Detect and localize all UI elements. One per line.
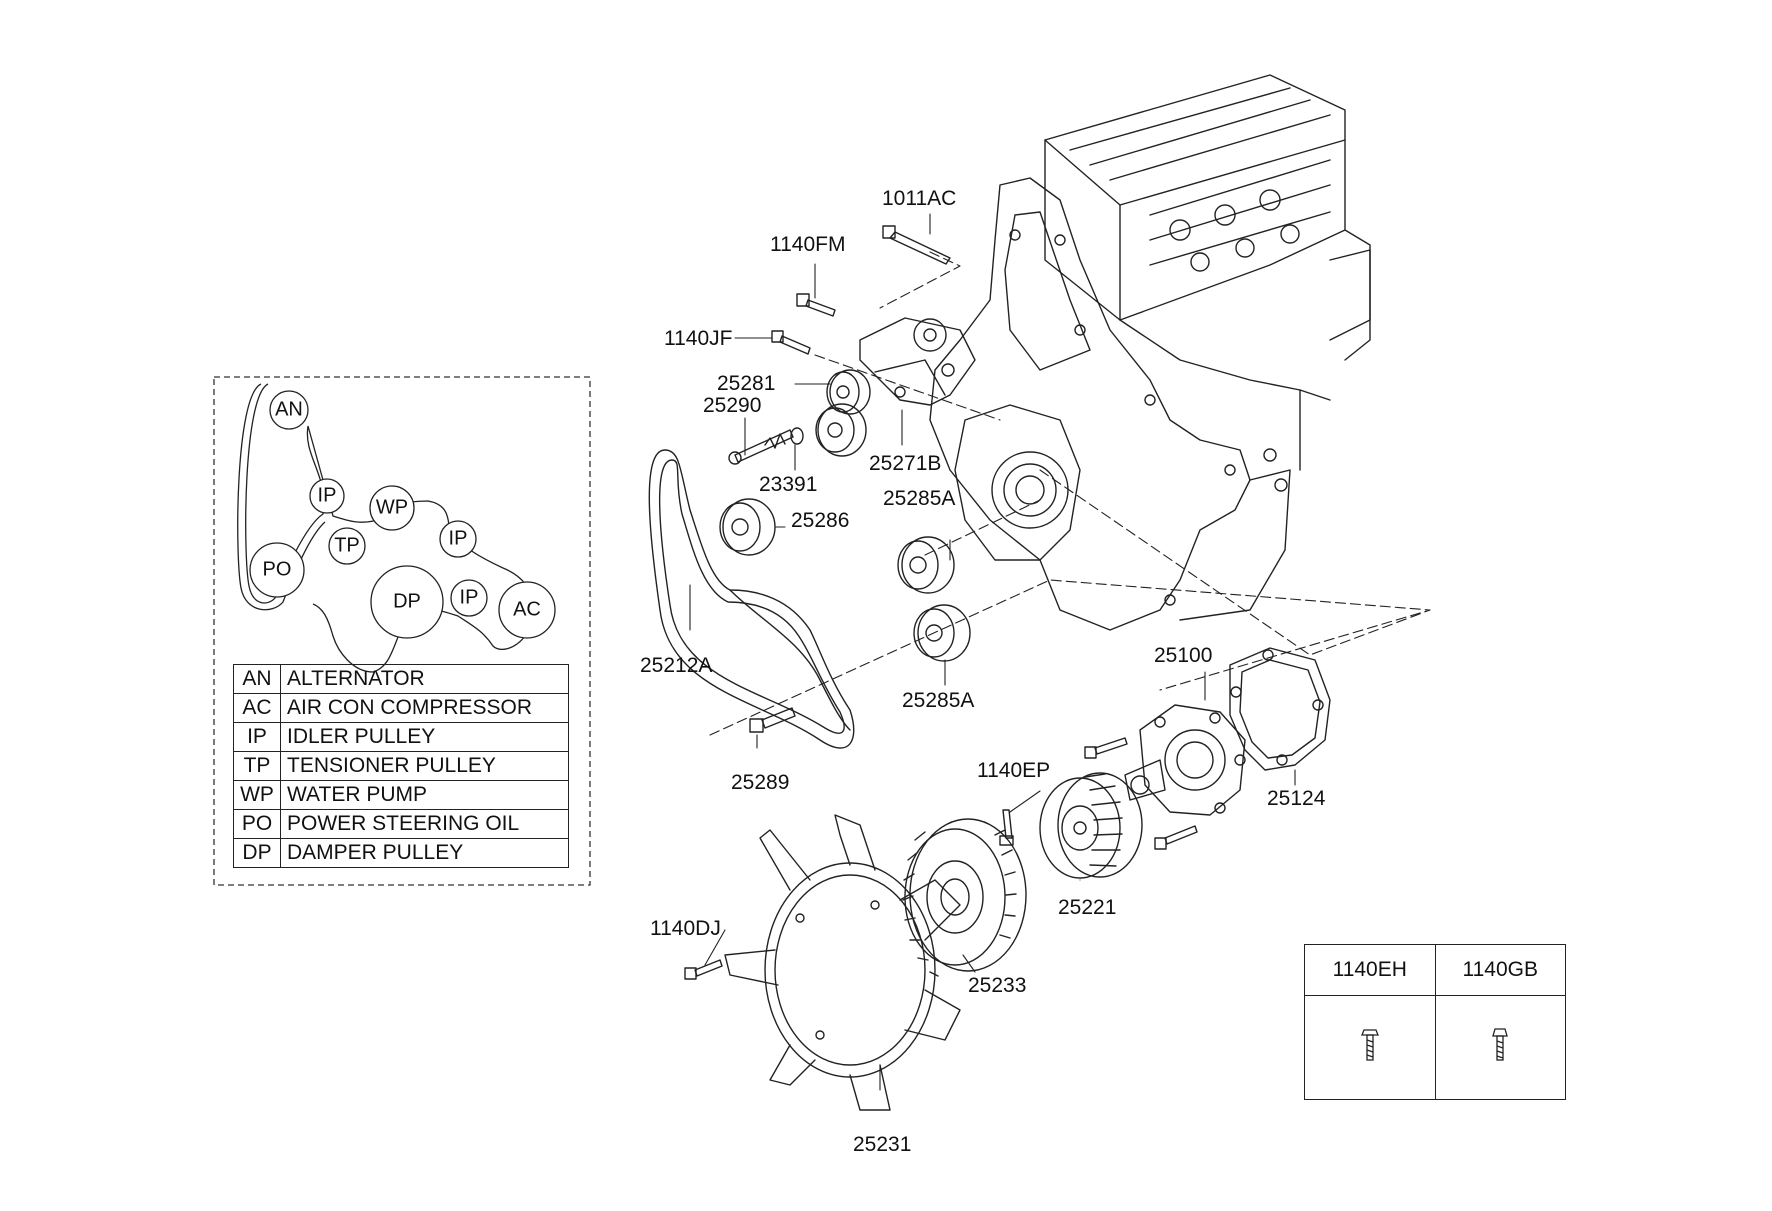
part-label-25286: 25286 — [791, 509, 850, 532]
pulley-label-AN: AN — [275, 398, 303, 420]
pulley-IP-3 — [450, 579, 488, 617]
part-label-1140JF: 1140JF — [664, 327, 733, 350]
legend-name: ALTERNATOR — [280, 664, 569, 694]
pulley-DP — [370, 565, 444, 639]
legend-row: WP WATER PUMP — [233, 780, 569, 810]
legend-name: TENSIONER PULLEY — [280, 751, 569, 781]
part-label-25212A: 25212A — [640, 654, 713, 677]
assembly-lines — [709, 251, 1431, 736]
part-label-25221: 25221 — [1058, 896, 1117, 919]
pulley-AC — [498, 581, 556, 639]
legend-code: TP — [233, 751, 281, 781]
part-label-1140FM: 1140FM — [770, 233, 846, 256]
cooling-fan — [724, 814, 961, 1111]
pulley-label-AC: AC — [513, 598, 541, 620]
legend-code: DP — [233, 838, 281, 868]
part-label-23391: 23391 — [759, 473, 818, 496]
fastener-cell-1140GB — [1434, 995, 1566, 1100]
part-label-25285A-bottom: 25285A — [902, 689, 975, 712]
legend-name: IDLER PULLEY — [280, 722, 569, 752]
pulley-label-IP-1: IP — [318, 484, 337, 506]
part-label-25290: 25290 — [703, 394, 762, 417]
part-label-25285A-top: 25285A — [883, 487, 956, 510]
legend-name: WATER PUMP — [280, 780, 569, 810]
legend-row: PO POWER STEERING OIL — [233, 809, 569, 839]
drive-belt — [648, 449, 855, 749]
bolt-1140DJ — [684, 959, 723, 980]
legend-row: AN ALTERNATOR — [233, 664, 569, 694]
bolt-1140EP — [999, 809, 1014, 846]
part-label-25231: 25231 — [853, 1133, 912, 1156]
water-pump — [1084, 704, 1246, 850]
hex-bolt-icon — [1492, 1027, 1509, 1061]
inset-border — [213, 376, 591, 886]
legend-name: AIR CON COMPRESSOR — [280, 693, 569, 723]
idler-pulleys — [719, 498, 971, 662]
legend-table: AN ALTERNATOR AC AIR CON COMPRESSOR IP I… — [233, 664, 569, 868]
pulley-IP-1 — [309, 478, 345, 514]
legend-name: DAMPER PULLEY — [280, 838, 569, 868]
pulley-label-IP-2: IP — [449, 527, 468, 549]
fan-clutch — [902, 818, 1027, 977]
legend-code: PO — [233, 809, 281, 839]
fastener-table: 1140EH 1140GB — [1304, 944, 1566, 1100]
legend-row: DP DAMPER PULLEY — [233, 838, 569, 868]
pulley-label-IP-3: IP — [460, 586, 479, 608]
pulley-label-TP: TP — [334, 534, 360, 556]
pulley-PO — [249, 542, 305, 598]
pulley-label-DP: DP — [393, 590, 421, 612]
pulley-TP — [328, 527, 366, 565]
legend-row: AC AIR CON COMPRESSOR — [233, 693, 569, 723]
bolt-25289 — [749, 707, 796, 733]
legend-code: IP — [233, 722, 281, 752]
part-label-1011AC: 1011AC — [882, 187, 957, 210]
legend-code: AC — [233, 693, 281, 723]
belt-routing-inset: AN IP WP IP PO TP DP IP AC — [213, 376, 591, 886]
pulley-WP — [369, 485, 415, 531]
pulley-IP-2 — [439, 520, 477, 558]
pulley-label-WP: WP — [376, 496, 408, 518]
fastener-header-row: 1140EH 1140GB — [1304, 944, 1566, 996]
fastener-cell-1140EH — [1304, 995, 1436, 1100]
water-pump-pulley — [1039, 772, 1143, 879]
engine-block — [929, 74, 1371, 631]
legend-row: TP TENSIONER PULLEY — [233, 751, 569, 781]
part-label-25100: 25100 — [1154, 644, 1213, 667]
pulley-label-PO: PO — [263, 558, 292, 580]
flange-bolt-icon — [1360, 1028, 1379, 1061]
fastener-header-1140GB: 1140GB — [1434, 944, 1566, 996]
legend-name: POWER STEERING OIL — [280, 809, 569, 839]
legend-code: AN — [233, 664, 281, 694]
part-label-25289: 25289 — [731, 771, 790, 794]
fastener-header-1140EH: 1140EH — [1304, 944, 1436, 996]
legend-code: WP — [233, 780, 281, 810]
part-label-25271B: 25271B — [869, 452, 942, 475]
fastener-icon-row — [1304, 995, 1566, 1100]
part-label-25233: 25233 — [968, 974, 1027, 997]
pulley-AN — [269, 390, 309, 430]
part-label-25281: 25281 — [717, 372, 776, 395]
part-label-1140DJ: 1140DJ — [650, 917, 721, 940]
gasket — [1229, 647, 1331, 771]
leader-lines — [689, 213, 1296, 1091]
part-label-1140EP: 1140EP — [977, 759, 1051, 782]
legend-row: IP IDLER PULLEY — [233, 722, 569, 752]
part-label-25124: 25124 — [1267, 787, 1326, 810]
tensioner-assembly — [728, 225, 976, 465]
